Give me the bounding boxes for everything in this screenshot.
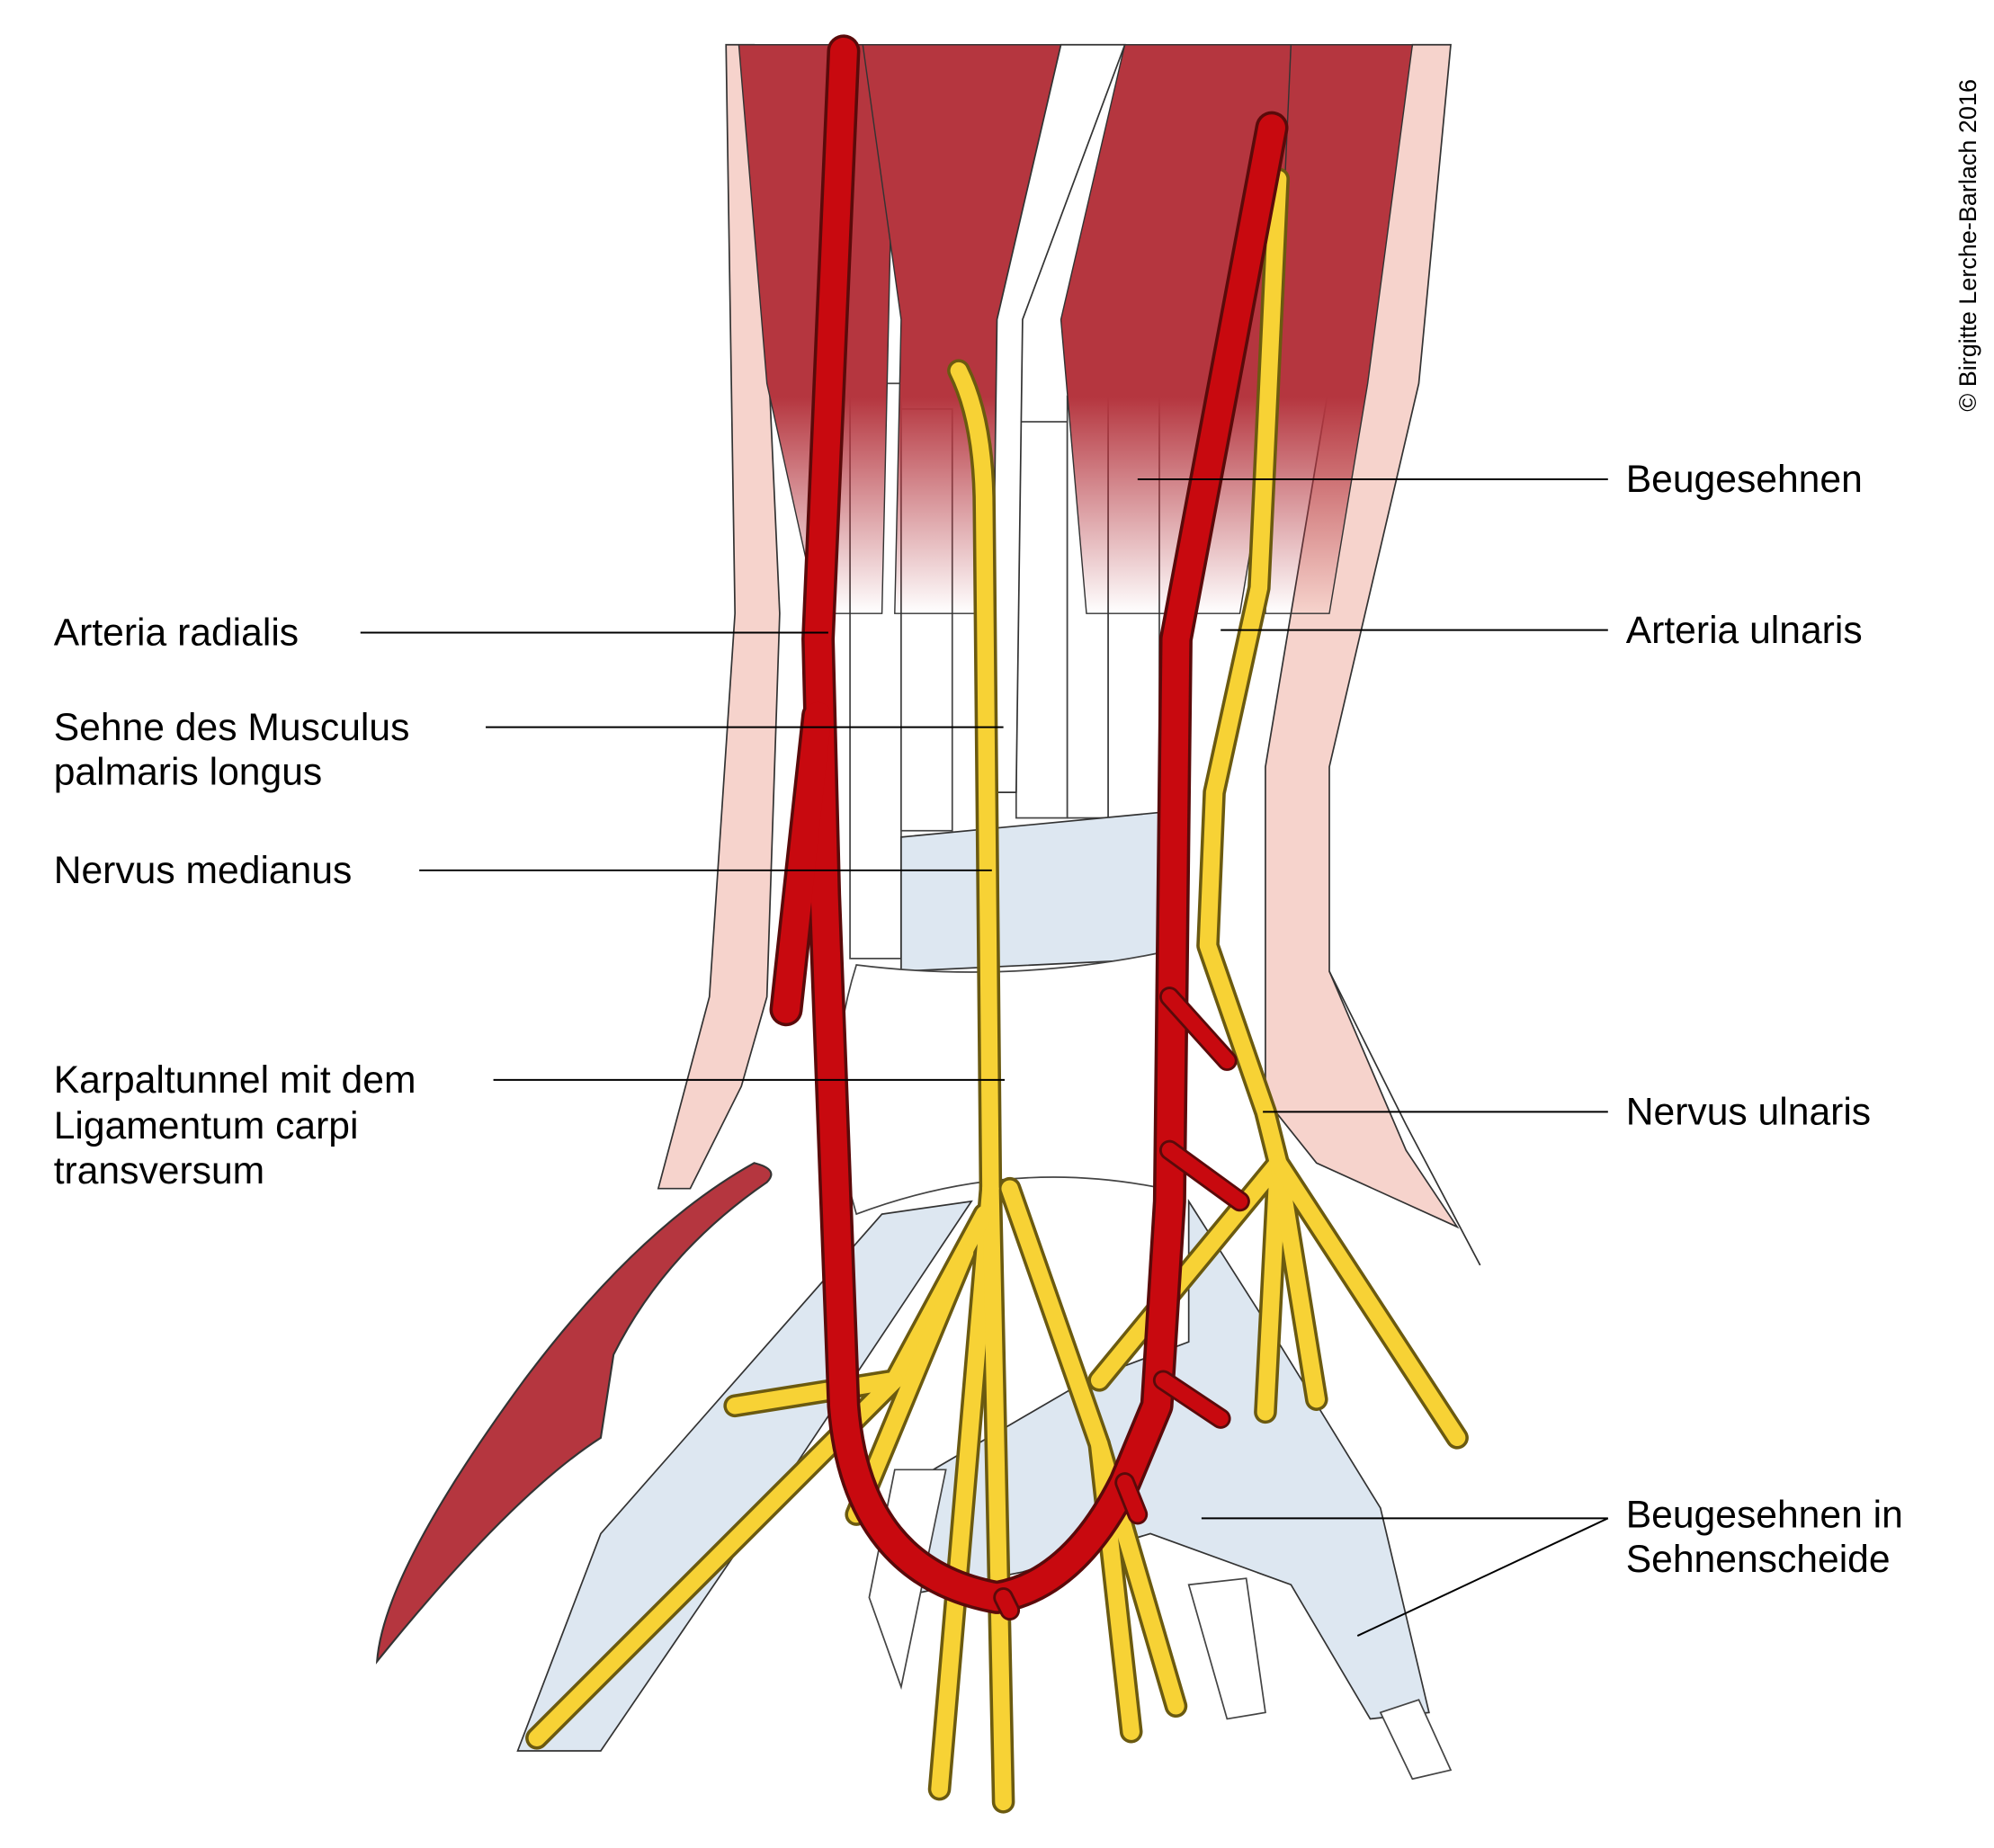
label-sehnenscheide-line1: Beugesehnen in — [1626, 1493, 1903, 1536]
leader-lines — [360, 478, 1609, 1637]
label-arteria-ulnaris: Arteria ulnaris — [1626, 609, 1863, 652]
nervus-medianus-shape — [525, 359, 1188, 1814]
label-beugesehnen: Beugesehnen — [1626, 458, 1863, 501]
label-nervus-ulnaris: Nervus ulnaris — [1626, 1091, 1871, 1134]
label-karpaltunnel-line1: Karpaltunnel mit dem — [54, 1058, 416, 1102]
thenar-muscle — [375, 1162, 773, 1665]
label-karpaltunnel-line2: Ligamentum carpi — [54, 1104, 359, 1147]
palmaris-longus-tendon — [989, 43, 1126, 793]
label-sehne-line1: Sehne des Musculus — [54, 706, 410, 749]
tendon-sheaths — [516, 1198, 1453, 1781]
label-sehnenscheide-line2: Sehnenscheide — [1626, 1538, 1891, 1581]
label-karpaltunnel-line3: transversum — [54, 1149, 265, 1192]
label-sehne-line2: palmaris longus — [54, 751, 323, 794]
label-nervus-medianus: Nervus medianus — [54, 849, 353, 892]
nervus-ulnaris-shape — [1087, 167, 1469, 1450]
label-arteria-radialis: Arteria radialis — [54, 612, 299, 655]
copyright-text: © Birgitte Lerche-Barlach 2016 — [1954, 79, 1981, 412]
carpal-tunnel-floor — [900, 810, 1171, 972]
arteria-ulnaris-branches — [993, 986, 1250, 1621]
